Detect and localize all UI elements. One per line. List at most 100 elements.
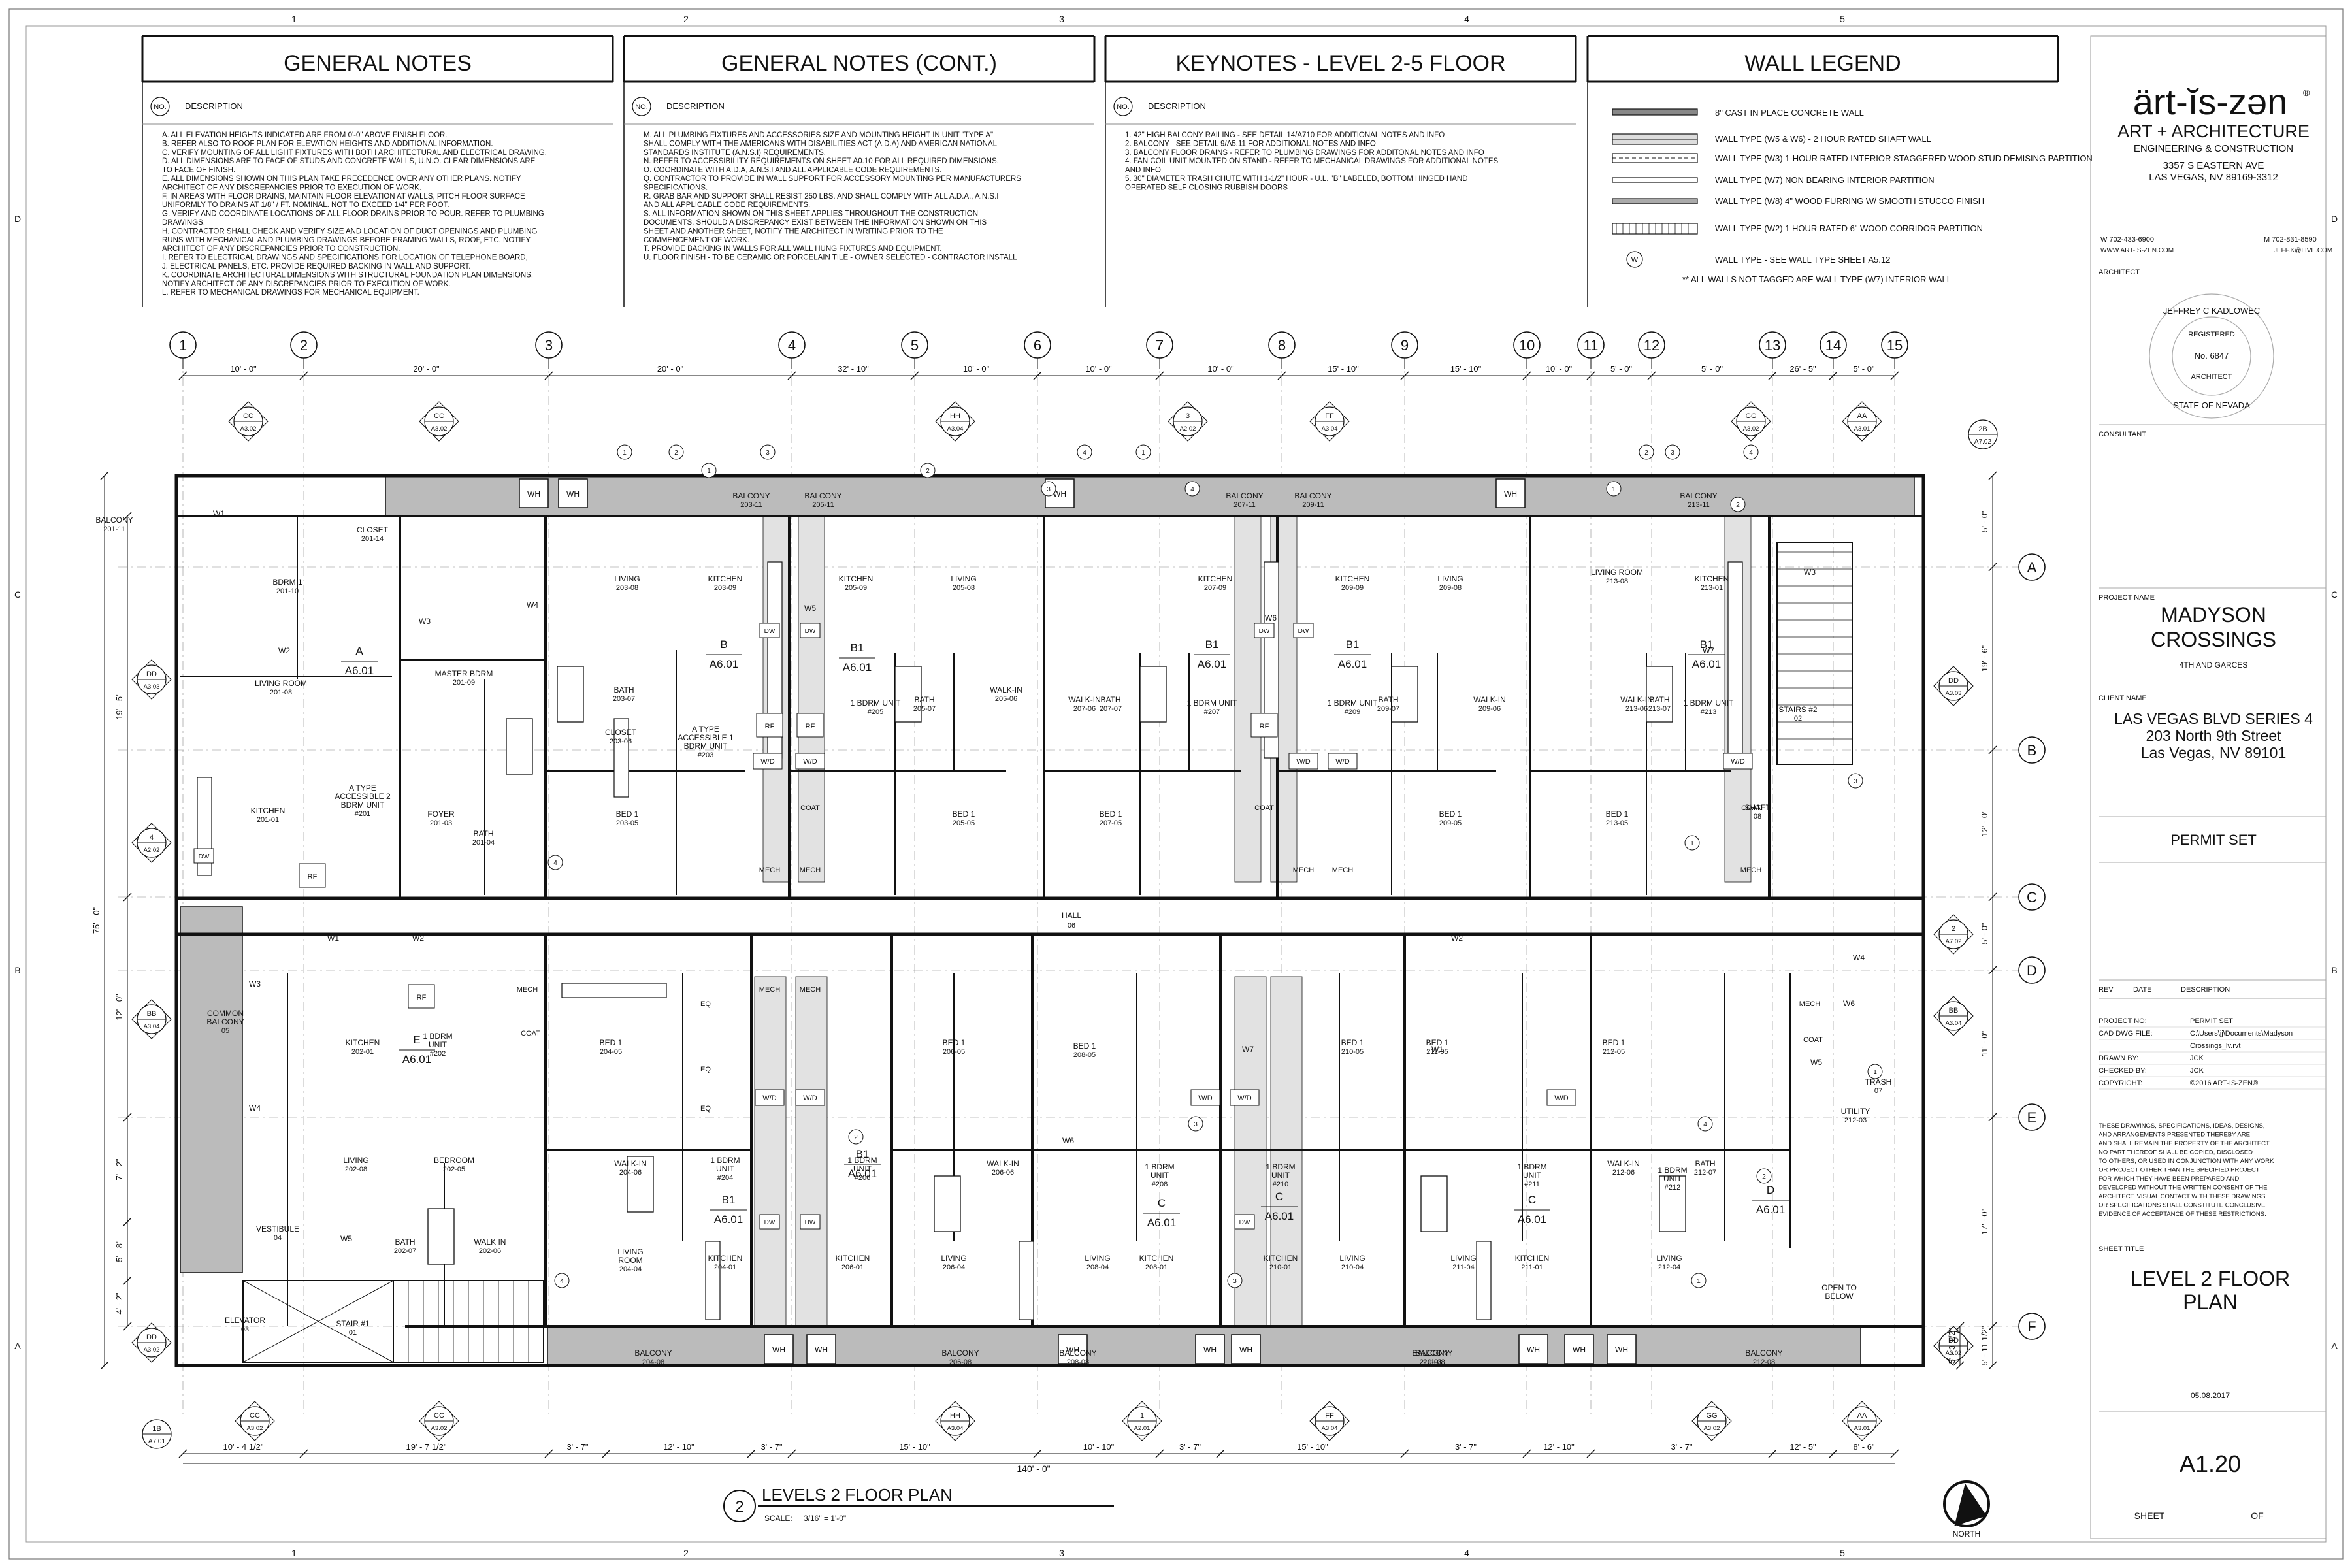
water-heater-label: WH [815,1345,828,1354]
disclaimer-line: OR PROJECT OTHER THAN THE SPECIFIED PROJ… [2099,1167,2260,1174]
info-label: DRAWN BY: [2099,1054,2138,1062]
mech-label: MECH [517,986,538,994]
wall-type-tag: W5 [804,604,816,613]
room-name: KITCHEN [346,1038,380,1047]
room-name: STAIRS #2 [1778,705,1817,714]
room-number: 212-07 [1694,1169,1716,1177]
room-number: 201-14 [361,535,384,543]
room-number: 209-11 [1302,501,1324,509]
callout-sheet: A3.02 [1704,1425,1720,1432]
title-block-frame [2090,35,2327,1539]
keynote-number: 3 [1854,778,1857,785]
dim-bottom-text: 10' - 10" [1083,1442,1115,1452]
room-number: #201 [355,810,370,818]
room-name: 1 BDRM UNIT [851,698,901,708]
room-name: 1 BDRM [1266,1162,1295,1171]
unit-type-tag: CA6.01 [1143,1197,1180,1229]
wall-tag-letter: W [1631,256,1639,264]
dim-right-text: 11' - 0" [1980,1030,1989,1056]
dim-left-text: 12' - 0" [114,994,124,1021]
dim-bottom-tick [602,1449,611,1458]
keynote-circle [1691,1273,1707,1288]
grid-label-col: 4 [788,337,796,353]
room-name: UNIT [1523,1171,1542,1180]
keynote-number: 2 [1762,1173,1766,1181]
water-heater-label: WH [1527,1345,1540,1354]
unit-type: B1 [1700,638,1714,651]
keynote-circle [1867,1064,1883,1079]
water-heater-label: WH [1053,489,1066,498]
info-value: C:\Users\jj\Documents\Madyson [2190,1030,2293,1037]
wall-type-tag: W2 [1451,934,1463,943]
north-label: NORTH [1953,1529,1980,1539]
dim-bottom-text: 3' - 7" [566,1442,588,1452]
callout-id: GG [1706,1412,1717,1420]
room-name: KITCHEN [836,1254,870,1263]
border-ref-bottom: 5 [1840,1548,1845,1558]
keynote-number: 2 [1736,502,1740,509]
dim-bottom-tick [1586,1449,1595,1458]
unit-type: C [1158,1197,1166,1209]
room-number: 204-01 [714,1264,736,1271]
dim-bottom-text: 15' - 10" [899,1442,930,1452]
room-number: 212-08 [1753,1358,1775,1366]
room-number: 209-06 [1478,705,1501,713]
common-balcony [180,906,243,1273]
border-ref-left: D [14,214,21,224]
dim-left-tick [123,1322,132,1331]
unit-type: C [1528,1194,1536,1206]
dim-bottom-text: 3' - 7" [760,1442,782,1452]
refrigerator [299,863,326,888]
keynote-circle [1227,1273,1243,1288]
room-name: A TYPE [692,725,719,734]
unit-type: B1 [856,1148,870,1160]
room-number: #212 [1665,1184,1680,1192]
water-heater-label: WH [1504,489,1517,498]
swatch-corridor [1612,223,1698,235]
callout-id: HH [950,1412,960,1420]
col-desc-label: DESCRIPTION [666,101,725,111]
note-line: COMMENCEMENT OF WORK. [644,237,749,244]
dim-top-tick [1829,371,1838,380]
mech-label: MECH [1740,866,1761,874]
note-line: TO FACE OF FINISH. [162,167,235,174]
grid-bubble-row [2018,553,2046,581]
note-line: N. REFER TO ACCESSIBILITY REQUIREMENTS O… [644,157,999,165]
keynote-number: 1 [707,468,711,475]
note-line: 2. BALCONY - SEE DETAIL 9/A5.11 FOR ADDI… [1125,140,1376,148]
dim-top-tick [787,371,796,380]
dim-right-tick [1988,1361,1997,1370]
washer-dryer-label: W/D [1731,758,1744,766]
project-subtitle: 4TH AND GARCES [2180,661,2248,670]
note-line: ARCHITECT OF ANY DISCREPANCIES PRIOR TO … [162,245,400,253]
info-label: PROJECT NO: [2099,1017,2147,1025]
room-name: KITCHEN [1264,1254,1298,1263]
keynote-circle [1077,444,1092,460]
counter [613,718,629,798]
dim-left-tick [123,1113,132,1122]
callout-sheet: A3.03 [144,683,160,691]
seal-inner [2172,316,2251,396]
room-name: KITCHEN [1198,574,1233,583]
section-sheet: A7.02 [1974,438,1992,446]
border-ref-top: 3 [1059,14,1064,24]
note-line: AND INFO [1125,167,1161,174]
room-name: KITCHEN [1335,574,1370,583]
note-line: A. ALL ELEVATION HEIGHTS INDICATED ARE F… [162,131,448,139]
callout-id: CC [434,1412,444,1420]
info-value: ©2016 ART-IS-ZEN® [2190,1079,2258,1087]
legend-footnote: ** ALL WALLS NOT TAGGED ARE WALL TYPE (W… [1682,274,1952,284]
overall-dimension: 140' - 0" [1017,1463,1050,1474]
plumbing-chase [798,515,825,883]
